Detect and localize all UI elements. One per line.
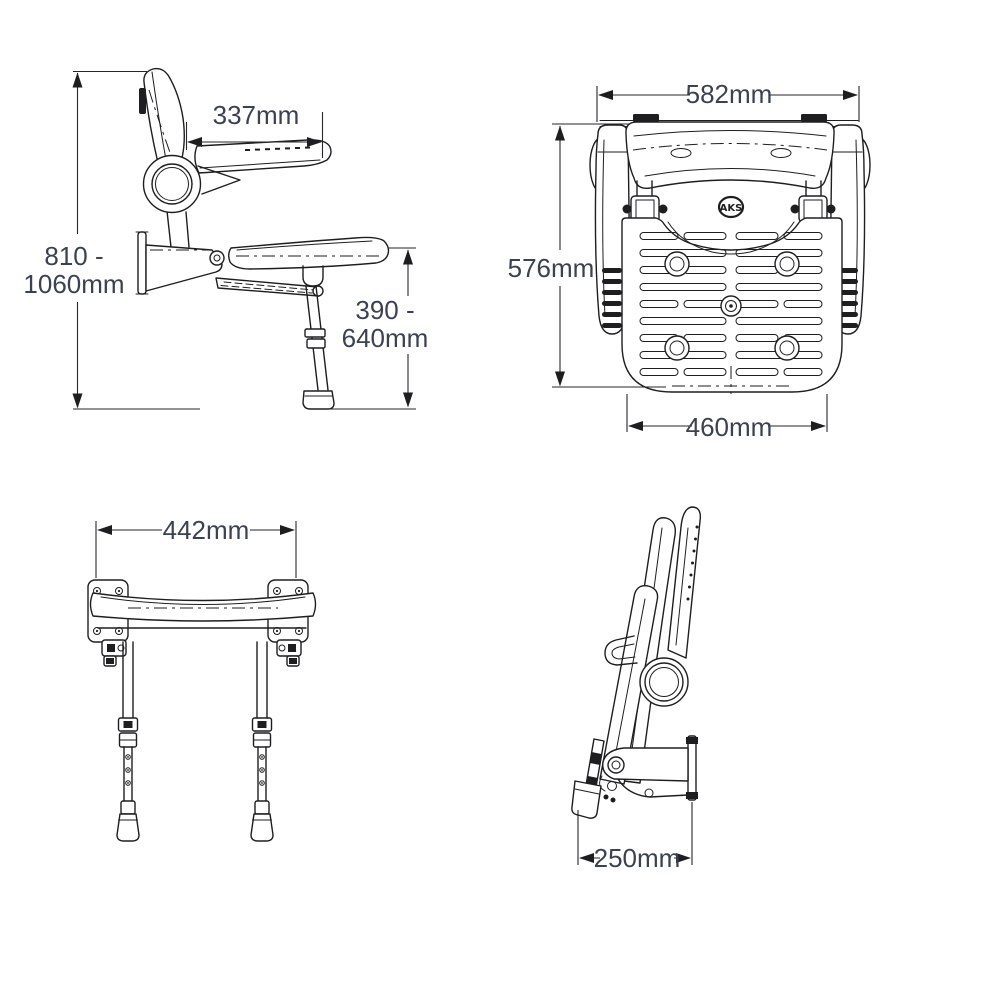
leg-support-rail: [215, 277, 324, 297]
backrest-strut: [166, 210, 190, 248]
leg-saddle-clamp: [302, 265, 324, 287]
view-side-folded: 250mm: [571, 506, 702, 873]
seat-plan: AKS: [621, 195, 843, 394]
leg-front-right: [250, 641, 274, 842]
dim-label-overall-depth: 576mm: [508, 253, 595, 283]
dim-fixing-width: 442mm: [95, 515, 297, 578]
brand-logo-text: AKS: [720, 203, 743, 214]
folded-seat-edge: [89, 592, 317, 629]
folded-leg-foot: [571, 780, 602, 819]
dim-seat-height: 390 - 640mm: [330, 247, 429, 410]
backrest-side: [139, 67, 185, 164]
dim-label-fixing-width: 442mm: [163, 515, 250, 545]
leg-front-left: [116, 641, 140, 842]
dim-label-folded-depth: 250mm: [594, 843, 681, 873]
seat-center-hub: [720, 295, 742, 317]
dim-label-overall-width: 582mm: [686, 79, 773, 109]
dim-label-overall-height-line1: 810 -: [44, 241, 103, 271]
hinge-front-left: [101, 639, 127, 667]
dim-label-seat-height-line2: 640mm: [342, 323, 429, 353]
dim-label-seat-width: 460mm: [686, 412, 773, 442]
view-top-plan: AKS: [508, 79, 871, 442]
armrest-pivot: [142, 154, 202, 214]
dim-overall-width: 582mm: [596, 79, 860, 122]
wall-bracket-folded: [599, 747, 689, 803]
folded-pivot: [639, 657, 689, 707]
dim-overall-height: 810 - 1060mm: [23, 70, 200, 410]
folded-armrest: [667, 506, 702, 659]
armrest-gusset: [197, 165, 241, 195]
seat-hinge-pin: [209, 250, 225, 266]
view-front-folded: 442mm: [87, 515, 317, 842]
dim-seat-width: 460mm: [626, 394, 828, 442]
seat-handle: [604, 635, 638, 666]
leg-side: [302, 265, 335, 410]
hinge-left: [622, 180, 668, 223]
folded-seat: [599, 585, 659, 785]
dim-label-seat-height-line1: 390 -: [355, 295, 414, 325]
wall-bracket-side: [135, 231, 223, 295]
dim-label-armrest-length: 337mm: [213, 100, 300, 130]
hinge-front-right: [276, 639, 302, 667]
brand-logo: AKS: [717, 195, 745, 219]
view-side-open: 810 - 1060mm 337mm 390 - 640mm: [23, 67, 429, 410]
armrest-grip-dots: [245, 146, 310, 151]
backrest-clip: [139, 88, 146, 114]
dim-label-overall-height-line2: 1060mm: [23, 269, 124, 299]
armrest-side: [194, 139, 332, 195]
dim-folded-depth: 250mm: [577, 802, 693, 873]
dim-overall-depth: 576mm: [508, 123, 666, 388]
seat-side: [209, 236, 390, 270]
folded-leg: [571, 738, 605, 819]
dim-armrest-length: 337mm: [185, 100, 324, 158]
backrest-plan: [625, 121, 835, 189]
leg-foot: [302, 390, 335, 410]
hinge-right: [790, 180, 836, 223]
